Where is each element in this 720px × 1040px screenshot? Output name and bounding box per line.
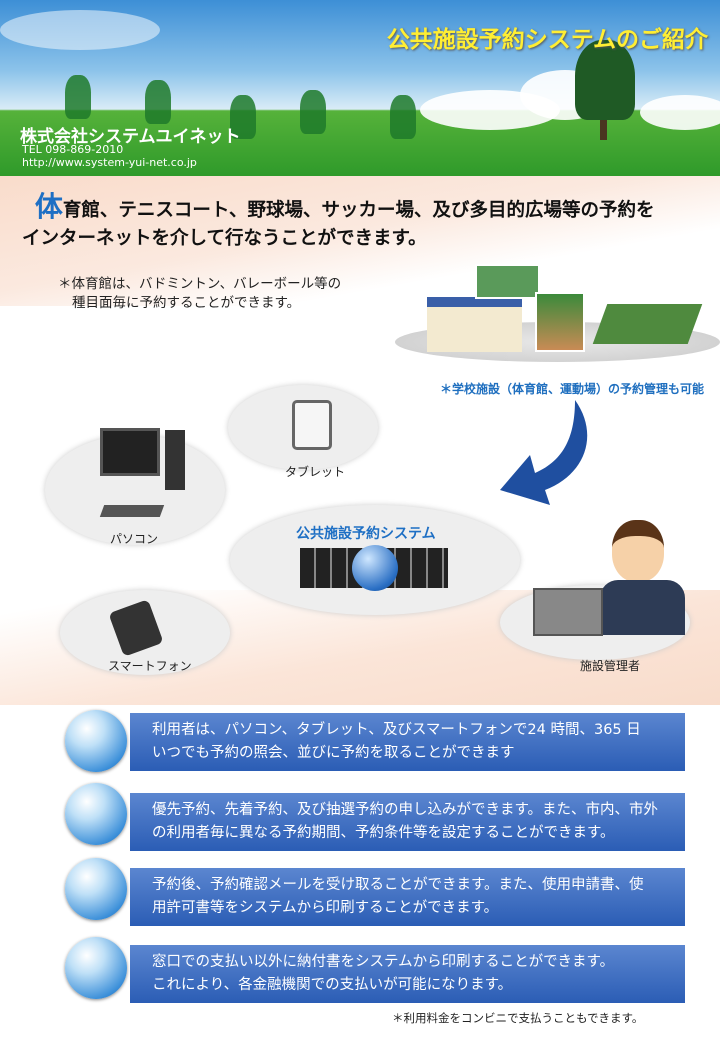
smartphone-label: スマートフォン xyxy=(108,659,192,673)
school-note: ＊学校施設（体育館、運動場）の予約管理も可能 xyxy=(440,382,705,396)
globe-icon xyxy=(65,937,127,999)
system-title: 公共施設予約システム xyxy=(296,526,436,542)
keyboard-icon xyxy=(99,505,165,517)
laptop-icon xyxy=(533,588,603,636)
lead-initial: 体 xyxy=(34,190,63,223)
gym-note: ＊体育館は、バドミントン、バレーボール等の種目面毎に予約することができます。 xyxy=(58,276,342,311)
footnote: ＊利用料金をコンビニで支払うこともできます。 xyxy=(392,1011,644,1025)
admin-body xyxy=(600,580,685,635)
gymnasium-image xyxy=(427,297,522,352)
feature-item: 予約後、予約確認メールを受け取ることができます。また、使用申請書、使用許可書等を… xyxy=(130,868,685,926)
globe-icon xyxy=(65,783,127,845)
admin-face xyxy=(612,520,664,582)
tablet-label: タブレット xyxy=(285,465,346,479)
page-title: 公共施設予約システムのご紹介 xyxy=(386,27,708,53)
intro-lead: 体育館、テニスコート、野球場、サッカー場、及び多目的広場等の予約を インターネッ… xyxy=(22,193,655,253)
pc-tower xyxy=(165,430,185,490)
baseball-field-image xyxy=(535,292,585,352)
globe-icon xyxy=(65,858,127,920)
company-name: 株式会社システムユイネット xyxy=(20,127,241,147)
admin-label: 施設管理者 xyxy=(580,659,641,673)
company-url[interactable]: http://www.system-yui-net.co.jp xyxy=(22,156,197,169)
tree-image xyxy=(575,40,635,120)
background-band xyxy=(0,176,720,306)
feature-item: 窓口での支払い以外に納付書をシステムから印刷することができます。これにより、各金… xyxy=(130,945,685,1003)
tablet-icon xyxy=(292,400,332,450)
feature-item: 利用者は、パソコン、タブレット、及びスマートフォンで24 時間、365 日いつで… xyxy=(130,713,685,771)
globe-icon xyxy=(352,545,398,591)
arrow-icon xyxy=(500,400,588,505)
header-banner: 公共施設予約システムのご紹介 株式会社システムユイネット TEL 098-869… xyxy=(0,0,720,176)
facility-images xyxy=(395,262,720,372)
tennis-court-image xyxy=(475,264,540,299)
pc-icon xyxy=(100,428,160,476)
globe-icon xyxy=(65,710,127,772)
lead-text-2: インターネットを介して行なうことができます。 xyxy=(22,228,427,249)
soccer-field-image xyxy=(592,304,703,344)
company-tel: TEL 098-869-2010 xyxy=(22,143,124,156)
feature-item: 優先予約、先着予約、及び抽選予約の申し込みができます。また、市内、市外の利用者毎… xyxy=(130,793,685,851)
lead-text: 育館、テニスコート、野球場、サッカー場、及び多目的広場等の予約を xyxy=(62,200,655,221)
pc-label: パソコン xyxy=(110,532,159,546)
